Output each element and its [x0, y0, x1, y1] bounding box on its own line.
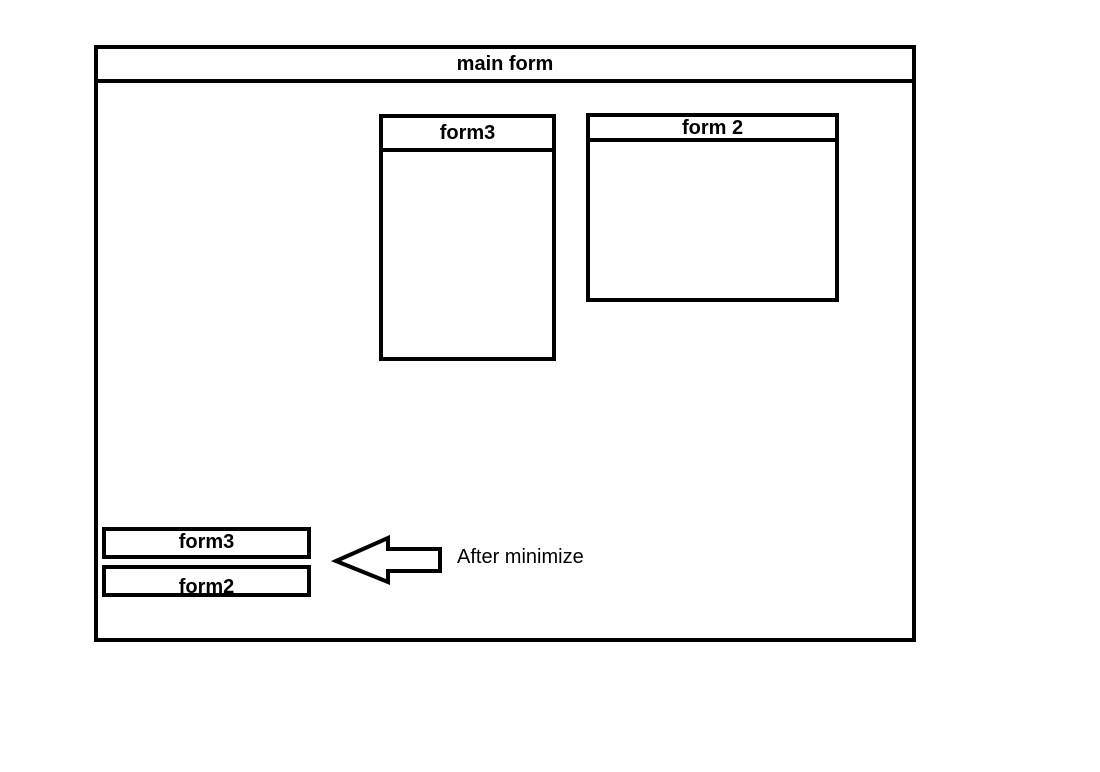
- form2-window: form 2: [586, 113, 839, 302]
- form2-title: form 2: [590, 117, 835, 142]
- form3-title: form3: [383, 118, 552, 152]
- left-arrow-icon: [330, 534, 442, 585]
- after-minimize-label: After minimize: [457, 546, 584, 568]
- minimized-form2-tab[interactable]: form2: [102, 565, 311, 597]
- form3-window: form3: [379, 114, 556, 361]
- main-form-title: main form: [98, 49, 912, 83]
- minimized-form3-tab[interactable]: form3: [102, 527, 311, 559]
